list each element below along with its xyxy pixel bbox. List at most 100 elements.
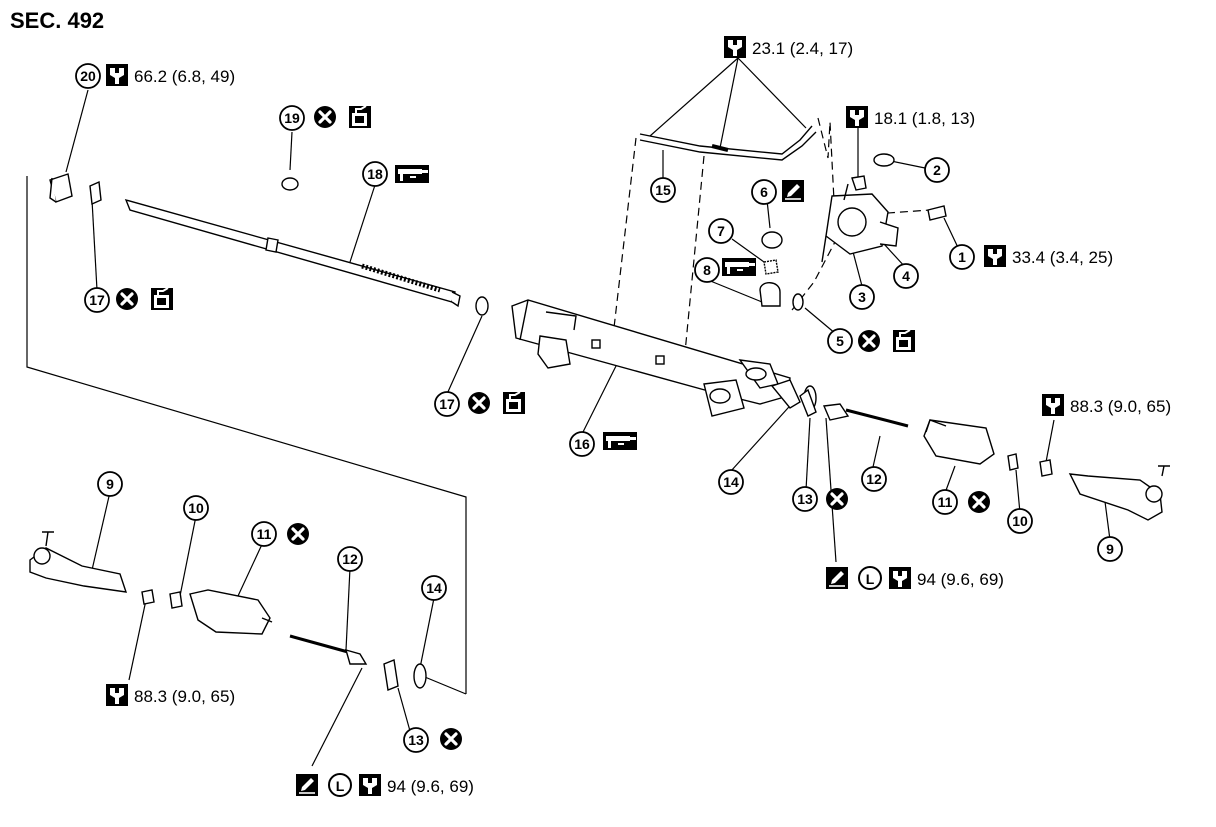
apply-grease-icon (781, 179, 805, 203)
torque-value: 33.4 (3.4, 25) (1012, 248, 1113, 267)
svg-text:L: L (336, 778, 345, 794)
apply-grease-icon (295, 773, 319, 797)
genuine-grease-icon (722, 258, 756, 276)
callout-18: 18 (362, 161, 388, 187)
torque-value: 94 (9.6, 69) (917, 570, 1004, 589)
apply-sealant-icon (150, 287, 174, 311)
callout-9b: 9 (97, 471, 123, 497)
locking-sealant-icon: L (328, 773, 352, 797)
callout-9a: 9 (1097, 536, 1123, 562)
svg-text:13: 13 (797, 491, 813, 507)
torque-value: 88.3 (9.0, 65) (134, 687, 235, 706)
callout-3: 3 (849, 284, 875, 310)
inner-socket-part (822, 403, 909, 428)
svg-text:7: 7 (717, 223, 725, 239)
callout-10b: 10 (183, 495, 209, 521)
retainer-part (759, 282, 781, 307)
lock-plate-part (799, 388, 817, 417)
svg-text:15: 15 (655, 182, 671, 198)
callout-14b: 14 (421, 575, 447, 601)
callout-10a: 10 (1007, 508, 1033, 534)
bolt-part (851, 175, 867, 191)
svg-text:6: 6 (760, 184, 768, 200)
callouts: 20 19 18 17 17 16 15 6 7 8 2 1 4 3 5 14 … (75, 63, 1123, 753)
do-not-reuse-icon (312, 104, 338, 130)
svg-text:14: 14 (723, 474, 739, 490)
apply-sealant-icon (502, 391, 526, 415)
callout-14a: 14 (718, 469, 744, 495)
callout-19: 19 (279, 105, 305, 131)
svg-text:20: 20 (80, 68, 96, 84)
callout-7: 7 (708, 218, 734, 244)
svg-text:3: 3 (858, 289, 866, 305)
callout-12b: 12 (337, 546, 363, 572)
do-not-reuse-icon (114, 286, 140, 312)
genuine-grease-icon (603, 432, 637, 450)
washer-part (281, 177, 299, 191)
torque-wrench-icon (359, 774, 381, 796)
callout-6: 6 (751, 179, 777, 205)
svg-text:L: L (866, 571, 875, 587)
clip-part (89, 180, 102, 206)
gear-housing-part (511, 299, 801, 417)
boot-part-left (189, 589, 273, 635)
do-not-reuse-icon (438, 726, 464, 752)
pinion-assembly-part (821, 183, 899, 263)
boot-part-right (923, 419, 995, 465)
svg-text:1: 1 (958, 249, 966, 265)
svg-text:11: 11 (257, 526, 272, 542)
svg-text:17: 17 (89, 292, 105, 308)
svg-text:10: 10 (1012, 513, 1028, 529)
clamp-part-left (169, 591, 183, 609)
torque-value: 18.1 (1.8, 13) (874, 109, 975, 128)
torque-value: 66.2 (6.8, 49) (134, 67, 235, 86)
torque-wrench-icon (106, 684, 128, 706)
svg-text:17: 17 (439, 396, 455, 412)
torque-wrench-icon (106, 64, 128, 86)
lock-plate-part-left (383, 659, 399, 691)
svg-text:19: 19 (284, 110, 300, 126)
parts (29, 125, 1170, 691)
svg-text:11: 11 (938, 494, 953, 510)
svg-text:14: 14 (426, 580, 442, 596)
do-not-reuse-icon (466, 390, 492, 416)
torque-wrench-icon (724, 36, 746, 58)
svg-text:8: 8 (703, 262, 711, 278)
nut-part-left (141, 589, 155, 605)
leader-lines (26, 57, 1111, 767)
apply-sealant-icon (348, 105, 372, 129)
svg-text:12: 12 (342, 551, 358, 567)
clamp-part-right (1007, 453, 1019, 471)
section-title: SEC. 492 (10, 8, 105, 33)
svg-text:9: 9 (106, 476, 114, 492)
svg-text:13: 13 (408, 732, 424, 748)
callout-11b: 11 (251, 521, 277, 547)
do-not-reuse-icon (966, 489, 992, 515)
torque-wrench-icon (1042, 394, 1064, 416)
torque-labels: 23.1 (2.4, 17) 18.1 (1.8, 13) 66.2 (6.8,… (134, 39, 1171, 796)
callout-4: 4 (893, 263, 919, 289)
outer-socket-part-left (29, 531, 128, 593)
svg-text:9: 9 (1106, 541, 1114, 557)
apply-sealant-icon (892, 329, 916, 353)
svg-text:16: 16 (574, 436, 590, 452)
callout-11a: 11 (932, 489, 958, 515)
o-ring-part (792, 293, 804, 311)
boot-clamp-part-left (413, 663, 427, 689)
nut-part-right (1039, 459, 1053, 477)
callout-15: 15 (650, 177, 676, 203)
callout-17b: 17 (434, 391, 460, 417)
callout-1: 1 (949, 244, 975, 270)
torque-wrench-icon (984, 245, 1006, 267)
callout-16: 16 (569, 431, 595, 457)
tube-part (639, 125, 817, 161)
rack-part (124, 198, 461, 308)
svg-text:10: 10 (188, 500, 204, 516)
torque-value: 94 (9.6, 69) (387, 777, 474, 796)
plug-part (761, 231, 783, 249)
svg-text:4: 4 (902, 268, 910, 284)
callout-5: 5 (827, 328, 853, 354)
callout-13b: 13 (403, 727, 429, 753)
callout-8: 8 (694, 257, 720, 283)
